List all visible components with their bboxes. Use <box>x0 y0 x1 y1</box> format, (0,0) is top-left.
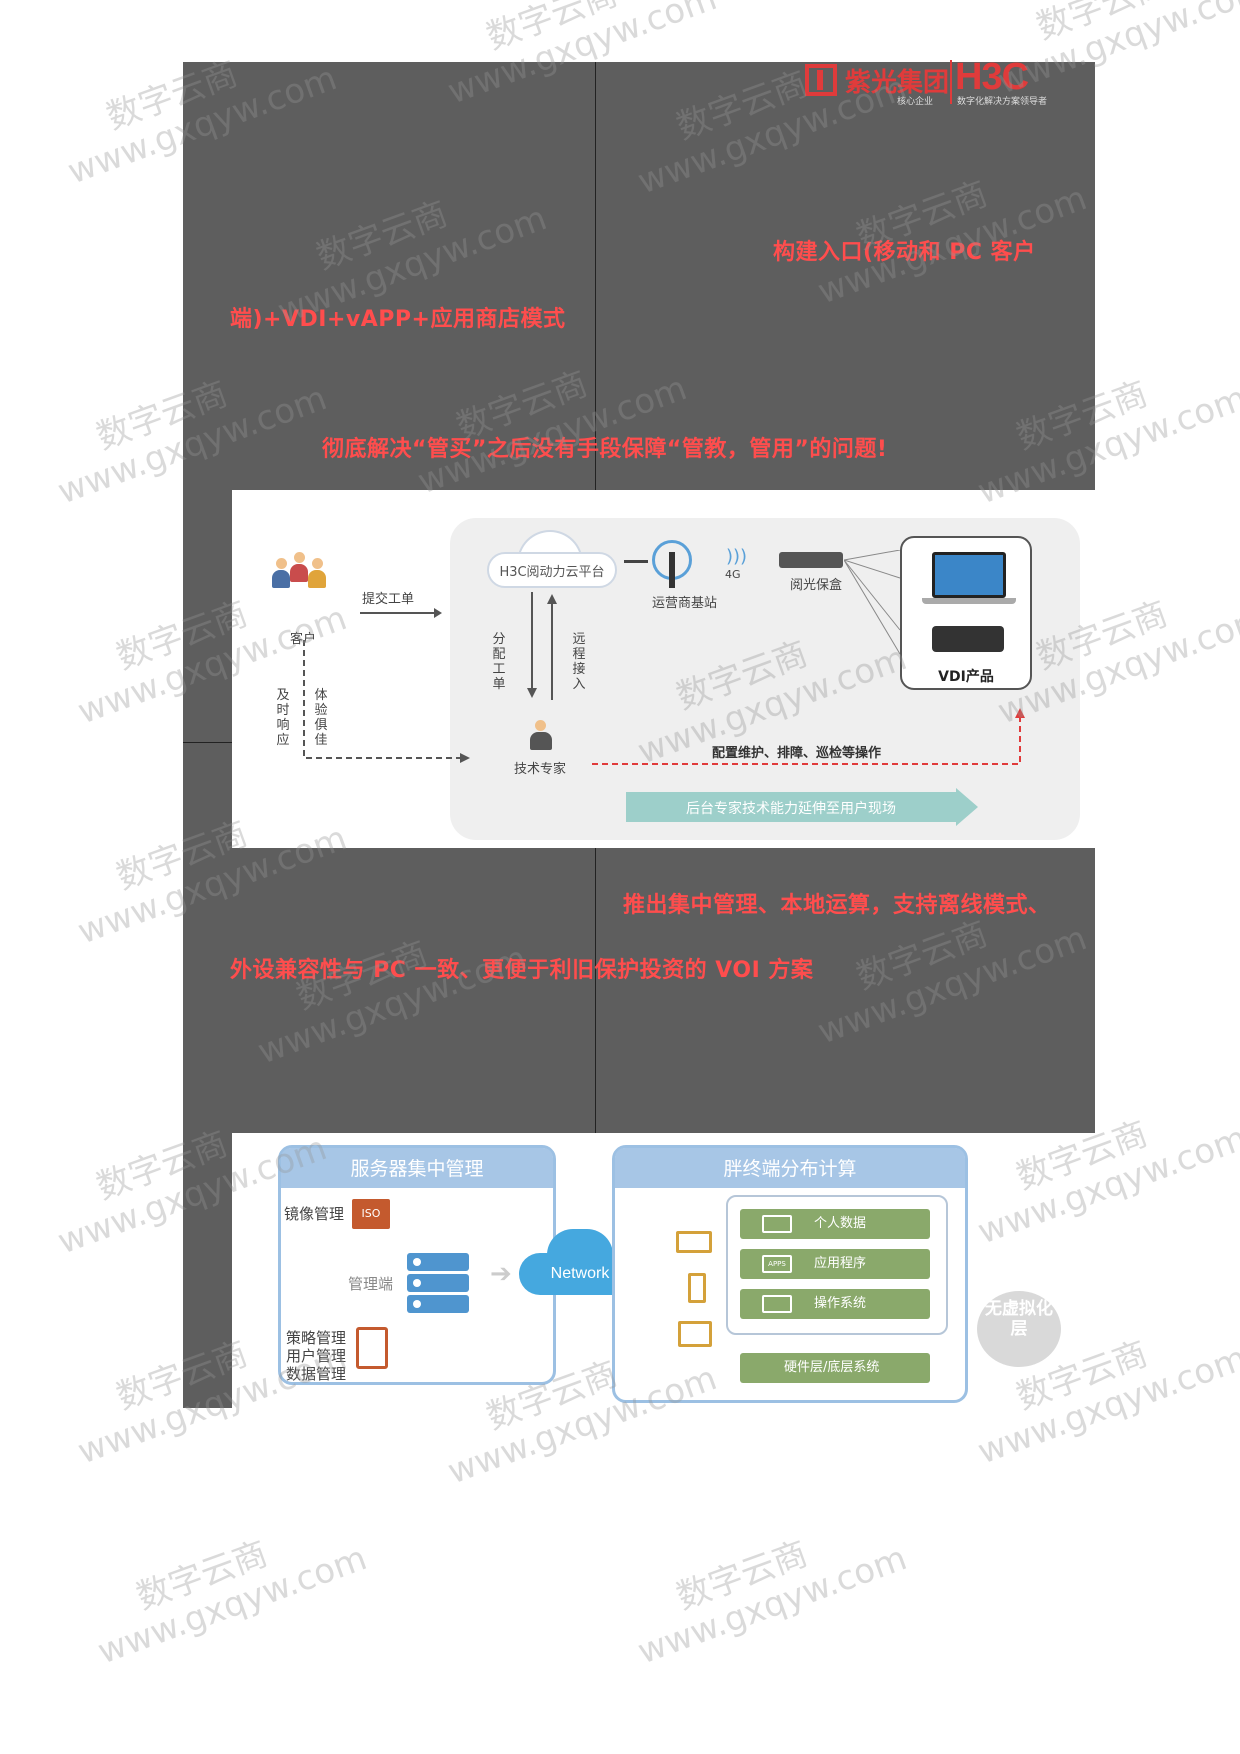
signal-waves-icon: ))) <box>726 546 748 567</box>
signal-4g-label: 4G <box>725 568 741 581</box>
vdi-product-box: VDI产品 <box>900 536 1032 690</box>
network-label: Network <box>550 1265 610 1282</box>
section1-line1: 构建入口(移动和 PC 客户 <box>773 240 1036 265</box>
logo-separator <box>950 60 952 104</box>
section1-line2: 端)+VDI+vAPP+应用商店模式 <box>230 307 566 332</box>
mgmt-end-label: 管理端 <box>348 1275 394 1293</box>
id-card-icon <box>762 1215 792 1233</box>
server-icon <box>407 1253 469 1271</box>
server-icon <box>407 1295 469 1313</box>
dark-slab-top <box>183 62 1095 490</box>
tech-expert-label: 技术专家 <box>514 762 567 777</box>
os-bar: 操作系统 <box>740 1289 930 1319</box>
monitor-icon <box>678 1321 712 1347</box>
gateway-box-icon <box>779 552 843 568</box>
section1-line3: 彻底解决“管买”之后没有手段保障“管教，管用”的问题! <box>322 437 888 462</box>
remote-access-label: 远程接入 <box>572 632 586 692</box>
fan-lines-icon <box>844 550 901 655</box>
expert-extension-banner: 后台专家技术能力延伸至用户现场 <box>626 788 978 826</box>
cloud-platform-icon: H3C阅动力云平台 <box>487 530 617 590</box>
policy-mgmt-label: 策略管理 <box>286 1329 347 1347</box>
logo-tagline-left: 核心企业 <box>897 97 934 107</box>
voi-architecture-diagram: 服务器集中管理 镜像管理 ISO 管理端 策略管理 用户管理 数据管理 Netw… <box>232 1133 1077 1403</box>
data-mgmt-label: 数据管理 <box>286 1365 347 1383</box>
ops-path-icon <box>592 708 1025 765</box>
user-mgmt-label: 用户管理 <box>286 1347 347 1365</box>
arrow-right-icon: ➔ <box>490 1259 512 1289</box>
mirror-mgmt-label: 镜像管理 <box>284 1205 345 1223</box>
divider-vertical-mid <box>595 848 596 1133</box>
iso-icon: ISO <box>352 1199 390 1229</box>
h3c-logo-text: H3C <box>955 56 1029 98</box>
base-station-icon <box>652 540 692 588</box>
group-logo-mark <box>805 64 837 96</box>
brand-logo: 紫光集团 H3C 核心企业 数字化解决方案领导者 <box>805 56 1055 108</box>
customer-label: 客户 <box>290 632 317 647</box>
terminal-icon <box>762 1295 792 1313</box>
personal-data-bar: 个人数据 <box>740 1209 930 1239</box>
link-line <box>624 560 648 563</box>
customer-icon <box>290 552 308 582</box>
customer-icon <box>308 558 326 588</box>
assign-ticket-label: 分配工单 <box>492 632 506 692</box>
server-icon <box>407 1274 469 1292</box>
gateway-box-label: 阅光保盒 <box>790 578 843 593</box>
divider-vertical-top <box>595 62 596 490</box>
thin-client-icon <box>932 626 1004 652</box>
fat-client-title: 胖终端分布计算 <box>615 1148 965 1188</box>
customer-icon <box>272 558 290 588</box>
dark-slab-left-strip <box>183 490 232 1408</box>
submit-arrow-icon <box>360 608 442 618</box>
ops-label: 配置维护、排障、巡检等操作 <box>712 746 882 761</box>
good-experience-label: 体验俱佳 <box>314 688 328 748</box>
section2-line2: 外设兼容性与 PC 一致、更便于利旧保护投资的 VOI 方案 <box>230 958 814 983</box>
base-station-label: 运营商基站 <box>652 596 718 611</box>
tech-expert-icon <box>530 720 552 750</box>
group-name: 紫光集团 <box>845 68 950 98</box>
hardware-bar: 硬件层/底层系统 <box>740 1353 930 1383</box>
cloud-platform-label: H3C阅动力云平台 <box>499 565 605 580</box>
laptop-icon <box>932 552 1006 598</box>
desktop-tower-icon <box>688 1273 706 1303</box>
updown-arrows-icon <box>527 592 557 700</box>
laptop-icon <box>676 1231 712 1253</box>
vdi-product-label: VDI产品 <box>938 669 994 685</box>
feedback-path-icon <box>303 640 470 763</box>
dark-slab-middle <box>232 848 1095 1133</box>
banner-text: 后台专家技术能力延伸至用户现场 <box>686 801 896 817</box>
server-management-title: 服务器集中管理 <box>281 1148 553 1188</box>
divider-horizontal <box>183 742 232 743</box>
remote-support-diagram: 客户 提交工单 及时响应 体验俱佳 H3C阅动力云平台 分配工单 远程接入 运营… <box>232 490 1080 848</box>
section2-line1: 推出集中管理、本地运算，支持离线模式、 <box>623 893 1051 918</box>
respond-in-time-label: 及时响应 <box>276 688 290 748</box>
no-virtualization-badge: 无虚拟化层 <box>977 1291 1061 1367</box>
clipboard-icon <box>356 1327 388 1369</box>
logo-tagline-right: 数字化解决方案领导者 <box>957 97 1048 107</box>
submit-ticket-label: 提交工单 <box>362 592 415 607</box>
no-virtualization-label: 无虚拟化层 <box>985 1299 1053 1339</box>
apps-icon: APPS <box>762 1255 792 1273</box>
